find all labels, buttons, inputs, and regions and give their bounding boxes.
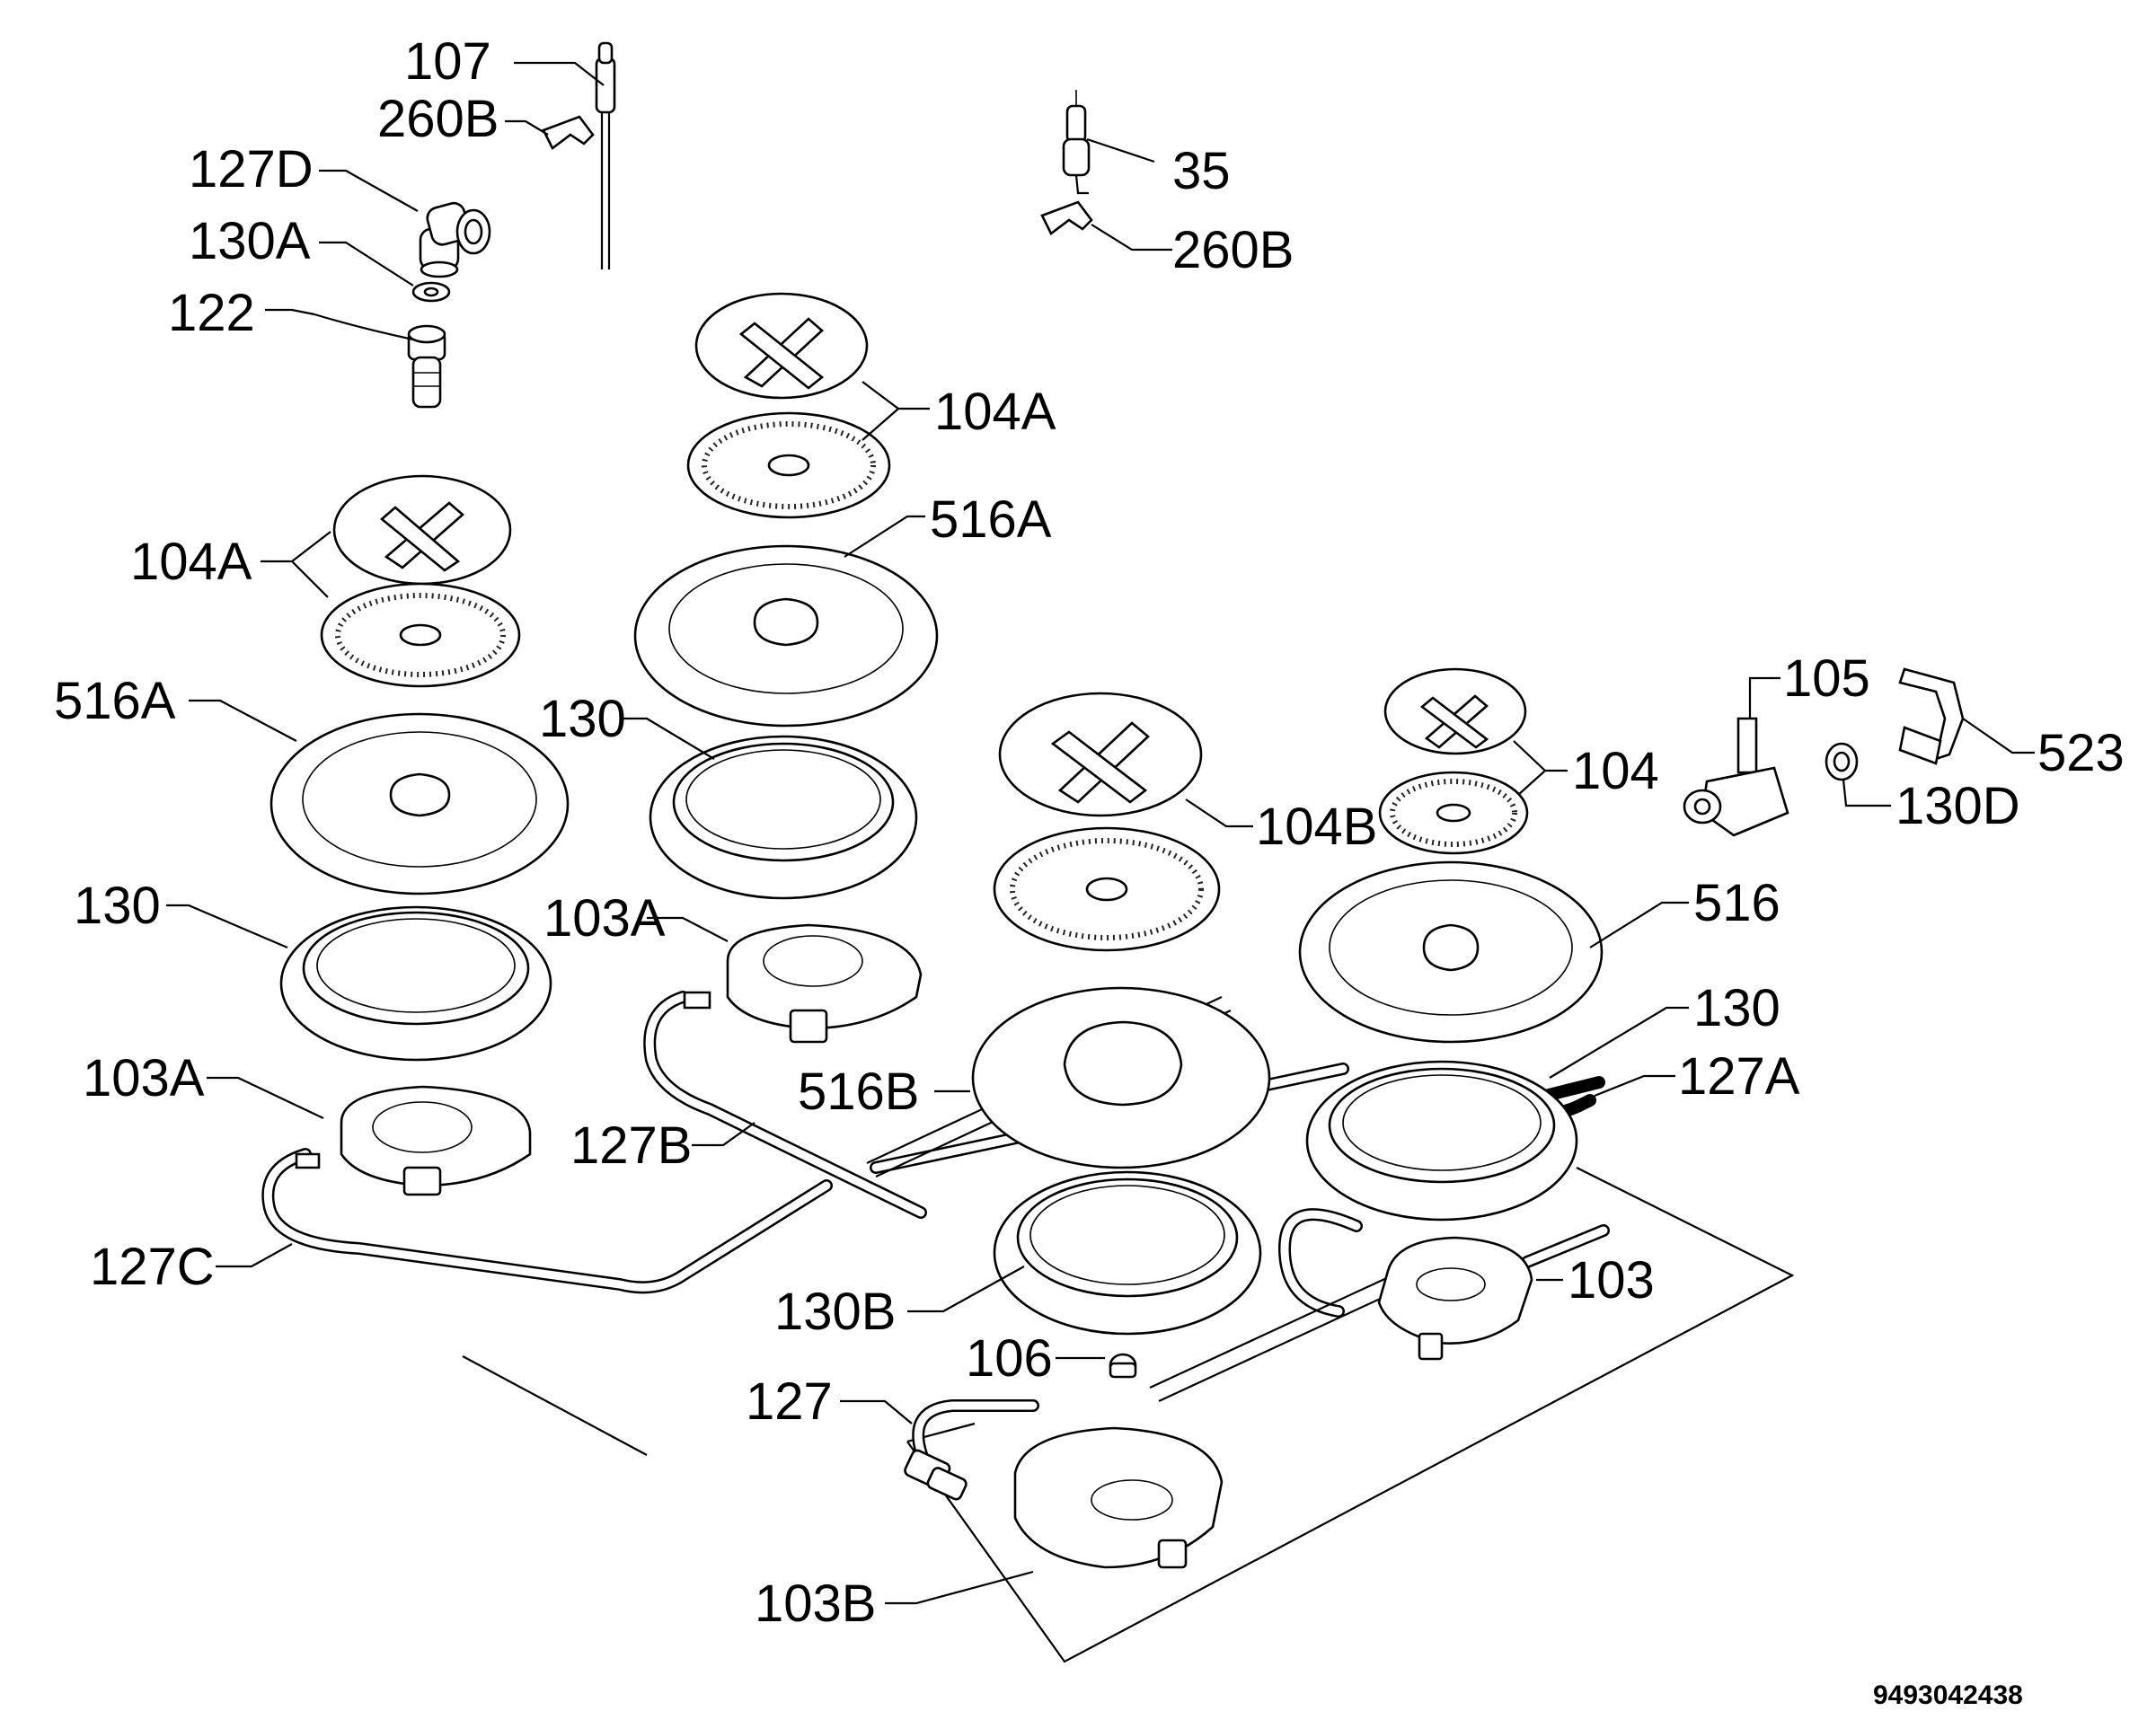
elbow-127d — [419, 201, 491, 278]
clip-260b-right — [1040, 200, 1093, 235]
callout-105: 105 — [1783, 649, 1870, 708]
callout-103: 103 — [1568, 1251, 1655, 1310]
callout-103a-mid: 103A — [543, 889, 666, 948]
callout-103b: 103B — [755, 1574, 876, 1633]
callout-523: 523 — [2037, 724, 2125, 782]
callout-127b: 127B — [570, 1116, 692, 1175]
callout-130d: 130D — [1895, 777, 2020, 835]
callout-104b: 104B — [1256, 798, 1377, 856]
left-burner-stack — [270, 474, 570, 1196]
connector-122 — [407, 324, 446, 409]
thermocouple-107 — [595, 41, 616, 269]
callout-103a-left: 103A — [83, 1049, 205, 1107]
callout-130b: 130B — [774, 1283, 896, 1341]
callout-130a: 130A — [189, 212, 311, 270]
callout-104: 104 — [1572, 742, 1659, 800]
drawing-code: 9493042438 — [1873, 1680, 2023, 1710]
callout-labels: 107 260B 127D 130A 122 35 260B 104A 104A… — [54, 32, 2125, 1710]
callout-516a-left: 516A — [54, 672, 176, 730]
callout-130-right: 130 — [1693, 979, 1780, 1037]
washer-130d — [1825, 742, 1859, 781]
callout-106: 106 — [966, 1329, 1053, 1388]
callout-130-mid: 130 — [539, 690, 626, 748]
callout-130-left: 130 — [74, 877, 161, 935]
callout-122: 122 — [168, 284, 255, 342]
igniter-35 — [1062, 90, 1091, 195]
callout-127d: 127D — [189, 140, 314, 198]
middle-burner-stack — [633, 292, 939, 1044]
callout-260b-top: 260B — [377, 90, 499, 148]
clip-260b-top — [542, 115, 595, 150]
callout-260b-right: 260B — [1172, 221, 1294, 279]
callout-35: 35 — [1172, 142, 1231, 200]
callout-127: 127 — [746, 1372, 833, 1431]
callout-127a: 127A — [1678, 1047, 1800, 1106]
right-burner-stack — [1298, 667, 1604, 1361]
valve-105 — [1683, 717, 1789, 837]
leader-lines — [166, 61, 2035, 1605]
washer-130a — [411, 281, 451, 303]
callout-107: 107 — [404, 32, 491, 91]
large-burner-stack — [971, 692, 1271, 1569]
callout-104a-left: 104A — [130, 533, 252, 591]
clamp-523 — [1898, 667, 1965, 765]
callout-516a-mid: 516A — [930, 490, 1052, 549]
callout-516: 516 — [1693, 874, 1780, 932]
callout-104a-mid: 104A — [934, 383, 1056, 441]
callout-516b: 516B — [798, 1063, 919, 1121]
callout-127c: 127C — [90, 1238, 215, 1296]
